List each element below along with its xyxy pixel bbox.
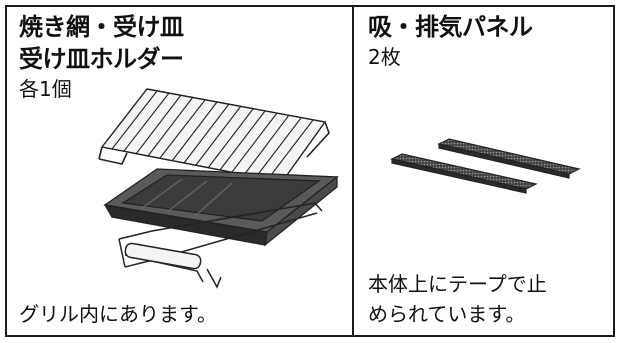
vent-panel-illustration — [390, 138, 581, 194]
grill-parts-title-line1: 焼き網・受け皿 — [19, 13, 184, 41]
grill-parts-quantity: 各1個 — [19, 77, 72, 101]
grill-parts-cell: 焼き網・受け皿 受け皿ホルダー 各1個 — [7, 7, 352, 335]
grill-parts-location-note: グリル内にあります。 — [19, 302, 217, 326]
parts-table: 焼き網・受け皿 受け皿ホルダー 各1個 — [5, 5, 615, 337]
vent-panel-note-line2: められています。 — [368, 302, 526, 326]
drip-tray — [103, 168, 339, 247]
vent-panel-title: 吸・排気パネル — [368, 13, 533, 41]
grill-parts-illustration — [98, 88, 339, 289]
tray-holder — [118, 202, 323, 289]
vent-panel-note-line1: 本体上にテープで止 — [368, 272, 547, 296]
grill-parts-title-line2: 受け皿ホルダー — [19, 45, 184, 73]
vent-panel-quantity: 2枚 — [368, 45, 401, 69]
vent-panel-cell: 吸・排気パネル 2枚 本体上にテープで止 められています。 — [354, 7, 613, 335]
vent-panel-1 — [390, 153, 538, 194]
column-divider — [352, 7, 354, 335]
vent-panel-2 — [437, 138, 581, 179]
